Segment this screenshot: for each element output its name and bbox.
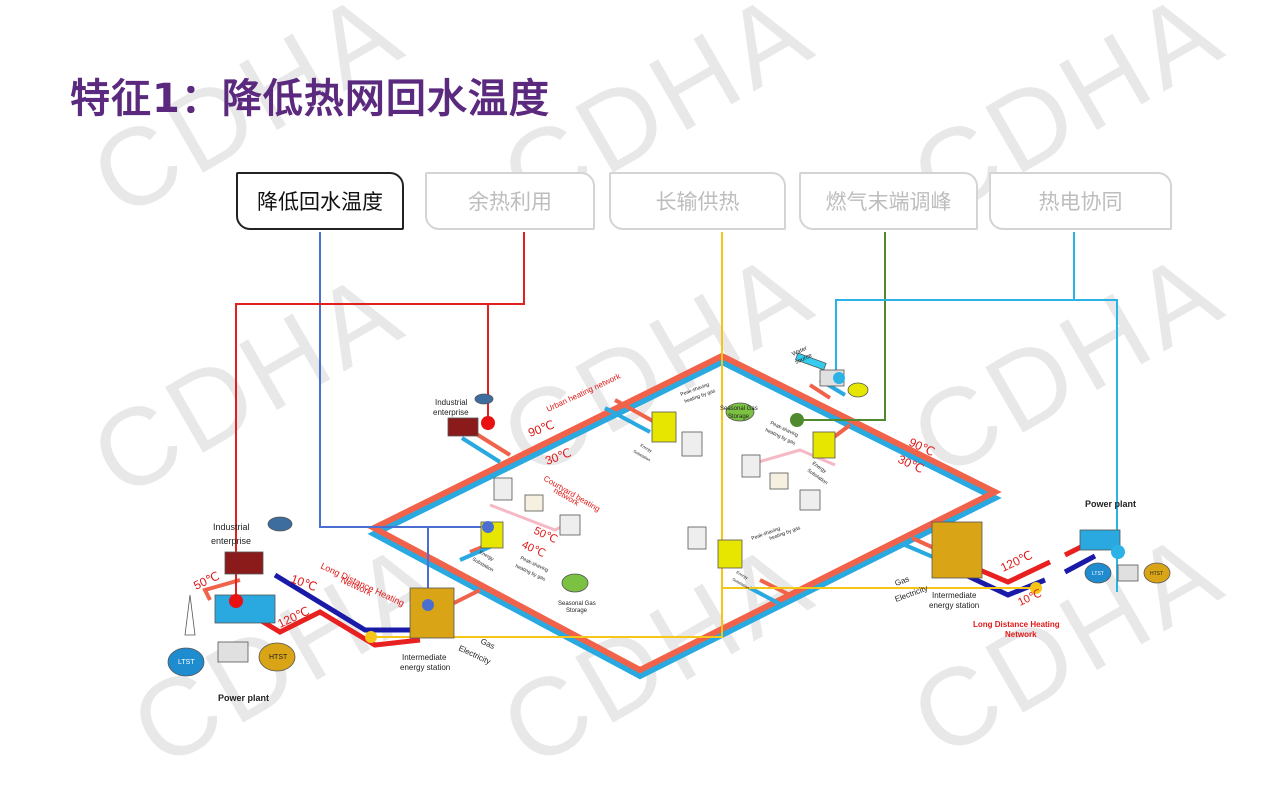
- power-plant-label: Power plant: [218, 693, 269, 703]
- intermediate-label: Intermediate: [402, 653, 447, 662]
- ltst-label: LTST: [178, 659, 195, 666]
- energy-substation-icon: [717, 539, 743, 569]
- gas-storage-icon: [725, 402, 755, 422]
- gas-storage-icon: [561, 573, 589, 593]
- industrial-label: enterprise: [211, 536, 251, 546]
- water-source-icon: [795, 352, 827, 371]
- intermediate-label: Intermediate: [932, 591, 977, 600]
- htst-tank-icon: [1143, 562, 1171, 584]
- power-plant-label: Power plant: [1085, 499, 1136, 509]
- building-icon: [559, 514, 581, 536]
- smoke-icon: [267, 516, 293, 532]
- equipment: [167, 352, 1171, 677]
- tab-connector-lines: [235, 232, 1118, 638]
- intermediate-station-icon: [409, 587, 455, 639]
- building-icon: [681, 431, 703, 457]
- intermediate-station-icon: [931, 521, 983, 579]
- connector-dots: [229, 372, 1125, 643]
- industrial-label: Industrial: [213, 522, 250, 532]
- ltst-tank-icon: [167, 647, 205, 677]
- long-distance-label: Network: [1005, 630, 1037, 639]
- industrial-label: enterprise: [433, 408, 469, 417]
- house-icon: [524, 494, 544, 512]
- gas-storage-label: Storage: [728, 414, 750, 420]
- tower-icon: [184, 594, 196, 636]
- substation-label: Energy: [640, 443, 653, 454]
- substation-label: Energy: [736, 570, 749, 581]
- building-icon: [741, 454, 761, 478]
- energy-substation-icon: [812, 431, 836, 459]
- factory-icon: [224, 551, 264, 575]
- tank-icon: [847, 382, 869, 398]
- page-title: 特征1：降低热网回水温度: [70, 76, 550, 122]
- gas-storage-label: Seasonal Gas: [720, 406, 758, 412]
- factory-icon: [447, 417, 479, 437]
- intermediate-label: energy station: [400, 663, 450, 672]
- tab-lower-return-temp[interactable]: 降低回水温度: [236, 172, 404, 230]
- chp-unit-icon: [1117, 564, 1139, 582]
- gas-label: Gas: [894, 574, 911, 587]
- htst-label: HTST: [269, 654, 288, 661]
- building-icon: [799, 489, 821, 511]
- gas-storage-label: Storage: [566, 608, 588, 614]
- urban-network-pipes: [367, 352, 1002, 680]
- intermediate-label: energy station: [929, 601, 979, 610]
- tab-long-distance[interactable]: 长输供热: [609, 172, 786, 230]
- building-icon: [493, 477, 513, 501]
- long-distance-label: Long Distance Heating: [973, 620, 1060, 629]
- tab-waste-heat[interactable]: 余热利用: [425, 172, 595, 230]
- power-plant-icon: [1079, 529, 1121, 551]
- building-icon: [687, 526, 707, 550]
- chp-unit-icon: [217, 641, 249, 663]
- urban-network-label: Urban heating network: [545, 371, 623, 414]
- htst-tank-icon: [258, 642, 296, 672]
- ltst-tank-icon: [1084, 562, 1112, 584]
- temp-label: 90℃: [526, 417, 556, 439]
- heating-network-diagram: Urban heating network 90℃ 30℃ 90℃ 30℃ Co…: [167, 232, 1171, 703]
- tab-gas-peak[interactable]: 燃气末端调峰: [799, 172, 978, 230]
- htst-label: HTST: [1150, 571, 1163, 577]
- house-icon: [769, 472, 789, 490]
- industrial-label: Industrial: [435, 398, 468, 407]
- smoke-icon: [474, 393, 494, 405]
- energy-substation-icon: [651, 411, 677, 443]
- power-plant-icon: [214, 594, 276, 624]
- tab-chp-synergy[interactable]: 热电协同: [989, 172, 1172, 230]
- gas-label: Gas: [479, 637, 496, 651]
- ltst-label: LTST: [1092, 571, 1104, 577]
- gas-storage-label: Seasonal Gas: [558, 601, 596, 607]
